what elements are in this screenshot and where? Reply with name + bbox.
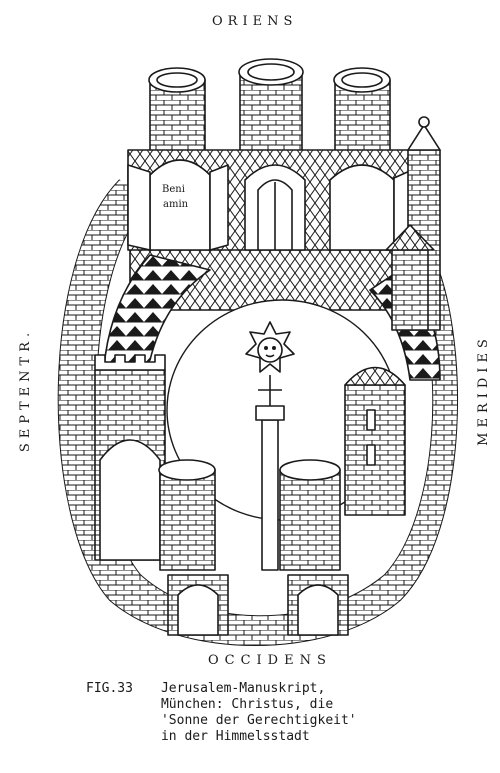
caption-line: Jerusalem-Manuskript, — [160, 681, 326, 696]
front-gate-right — [287, 574, 349, 636]
gate-inscription-line1: Beni — [162, 184, 185, 195]
front-tower-small-left — [158, 459, 216, 571]
front-tower-small-right — [279, 459, 341, 571]
figure-number: FIG.33 — [86, 681, 133, 696]
gate-inscription-line2: amin — [163, 199, 189, 210]
christ-sun-medallion — [245, 321, 295, 373]
front-left-tower — [94, 354, 166, 561]
front-gate-left — [167, 574, 229, 636]
compass-west-label: OCCIDENS — [208, 653, 332, 668]
gate-center — [244, 164, 306, 251]
central-column — [255, 375, 285, 571]
caption-line: in der Himmelsstadt — [160, 729, 310, 744]
figure-caption: FIG.33 Jerusalem-Manuskript, München: Ch… — [86, 681, 357, 745]
gate-benjamin — [127, 159, 229, 251]
caption-line: München: Christus, die — [160, 697, 334, 712]
caption-text: Jerusalem-Manuskript, München: Christus,… — [161, 681, 357, 745]
front-right-tower — [344, 366, 406, 516]
caption-line: 'Sonne der Gerechtigkeit' — [160, 713, 357, 728]
compass-north-label: SEPTENTR. — [18, 327, 33, 453]
stepped-tower-right — [385, 224, 435, 331]
compass-east-label: ORIENS — [212, 14, 298, 29]
compass-south-label: MERIDIES — [476, 334, 491, 446]
